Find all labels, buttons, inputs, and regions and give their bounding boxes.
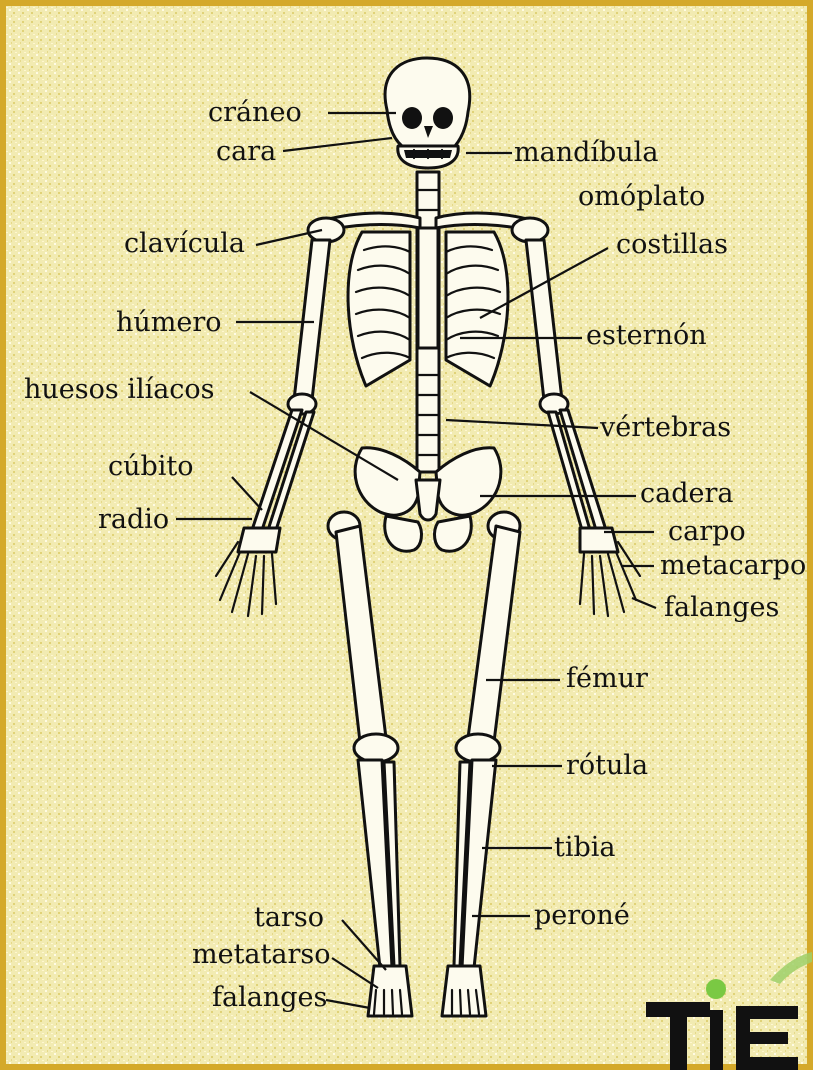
label-costillas: costillas bbox=[616, 229, 728, 260]
label-esternon: esternón bbox=[586, 320, 707, 351]
label-metatarso: metatarso bbox=[192, 939, 331, 970]
label-huesos-iliacos: huesos ilíacos bbox=[24, 374, 215, 405]
skull bbox=[385, 58, 470, 168]
label-perone: peroné bbox=[534, 900, 630, 931]
label-cadera: cadera bbox=[640, 478, 734, 509]
label-vertebras: vértebras bbox=[599, 412, 731, 443]
label-cubito: cúbito bbox=[108, 451, 194, 482]
label-tibia: tibia bbox=[554, 832, 616, 863]
label-mandibula: mandíbula bbox=[514, 137, 658, 168]
label-cara: cara bbox=[216, 136, 276, 167]
label-falanges-pie: falanges bbox=[212, 982, 327, 1013]
label-carpo: carpo bbox=[668, 516, 746, 547]
right-foot bbox=[442, 966, 486, 1016]
label-radio: radio bbox=[98, 504, 169, 535]
label-craneo: cráneo bbox=[208, 97, 302, 128]
label-rotula: rótula bbox=[566, 750, 648, 781]
label-omoplato: omóplato bbox=[578, 181, 705, 212]
label-clavicula: clavícula bbox=[124, 228, 245, 259]
label-falanges-mano: falanges bbox=[664, 592, 779, 623]
left-foot bbox=[368, 966, 412, 1016]
label-humero: húmero bbox=[116, 307, 222, 338]
label-metacarpo: metacarpo bbox=[660, 550, 806, 581]
label-femur: fémur bbox=[566, 663, 648, 694]
label-tarso: tarso bbox=[254, 902, 324, 933]
